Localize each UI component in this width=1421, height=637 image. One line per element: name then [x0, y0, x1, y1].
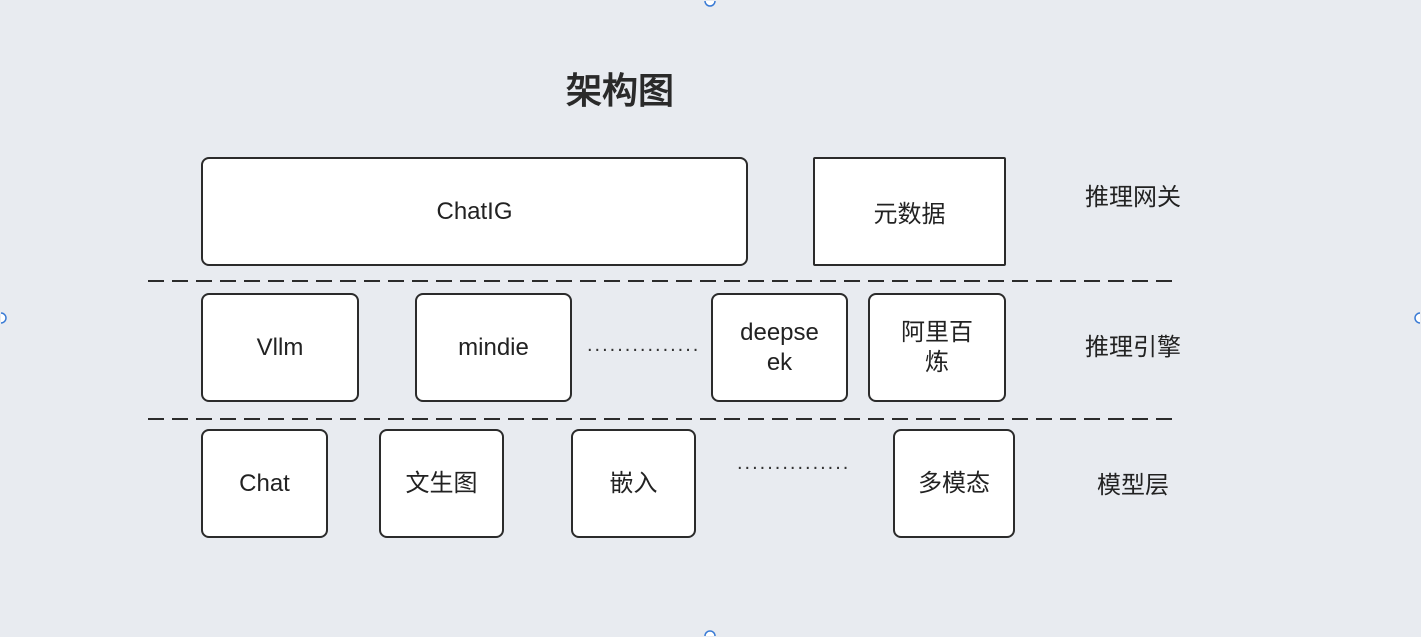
- bailian-label-line-1: 阿里百: [901, 318, 973, 346]
- layer-label-model: 模型层: [1097, 472, 1169, 499]
- chatig-label: ChatIG: [436, 197, 513, 225]
- embedding-box[interactable]: 嵌入: [571, 429, 696, 538]
- deepseek-box[interactable]: deepse ek: [711, 293, 848, 402]
- left-connection-handle[interactable]: [0, 312, 7, 324]
- bottom-connection-handle[interactable]: [704, 630, 716, 637]
- text-to-image-label: 文生图: [405, 469, 478, 497]
- layer-label-gateway: 推理网关: [1085, 184, 1181, 211]
- deepseek-label-line-1: deepse: [740, 318, 819, 346]
- metadata-label: 元数据: [873, 200, 946, 228]
- deepseek-label-line-2: ek: [766, 348, 793, 376]
- text-to-image-box[interactable]: 文生图: [379, 429, 504, 538]
- chat-label: Chat: [239, 469, 290, 497]
- metadata-box[interactable]: 元数据: [813, 157, 1006, 266]
- diagram-title: 架构图: [565, 71, 674, 112]
- model-ellipsis: ...............: [737, 452, 851, 474]
- layer-label-engine: 推理引擎: [1085, 334, 1181, 361]
- engine-ellipsis: ...............: [587, 334, 699, 356]
- bailian-box[interactable]: 阿里百 炼: [868, 293, 1006, 402]
- multimodal-box[interactable]: 多模态: [893, 429, 1015, 538]
- right-connection-handle[interactable]: [1414, 312, 1421, 324]
- top-connection-handle[interactable]: [704, 0, 716, 7]
- mindie-label: mindie: [458, 333, 529, 361]
- bailian-label-line-2: 炼: [925, 348, 949, 376]
- chat-box[interactable]: Chat: [201, 429, 328, 538]
- vllm-box[interactable]: Vllm: [201, 293, 359, 402]
- embedding-label: 嵌入: [609, 469, 658, 497]
- mindie-box[interactable]: mindie: [415, 293, 572, 402]
- chatig-box[interactable]: ChatIG: [201, 157, 748, 266]
- multimodal-label: 多模态: [918, 469, 990, 497]
- vllm-label: Vllm: [256, 333, 304, 361]
